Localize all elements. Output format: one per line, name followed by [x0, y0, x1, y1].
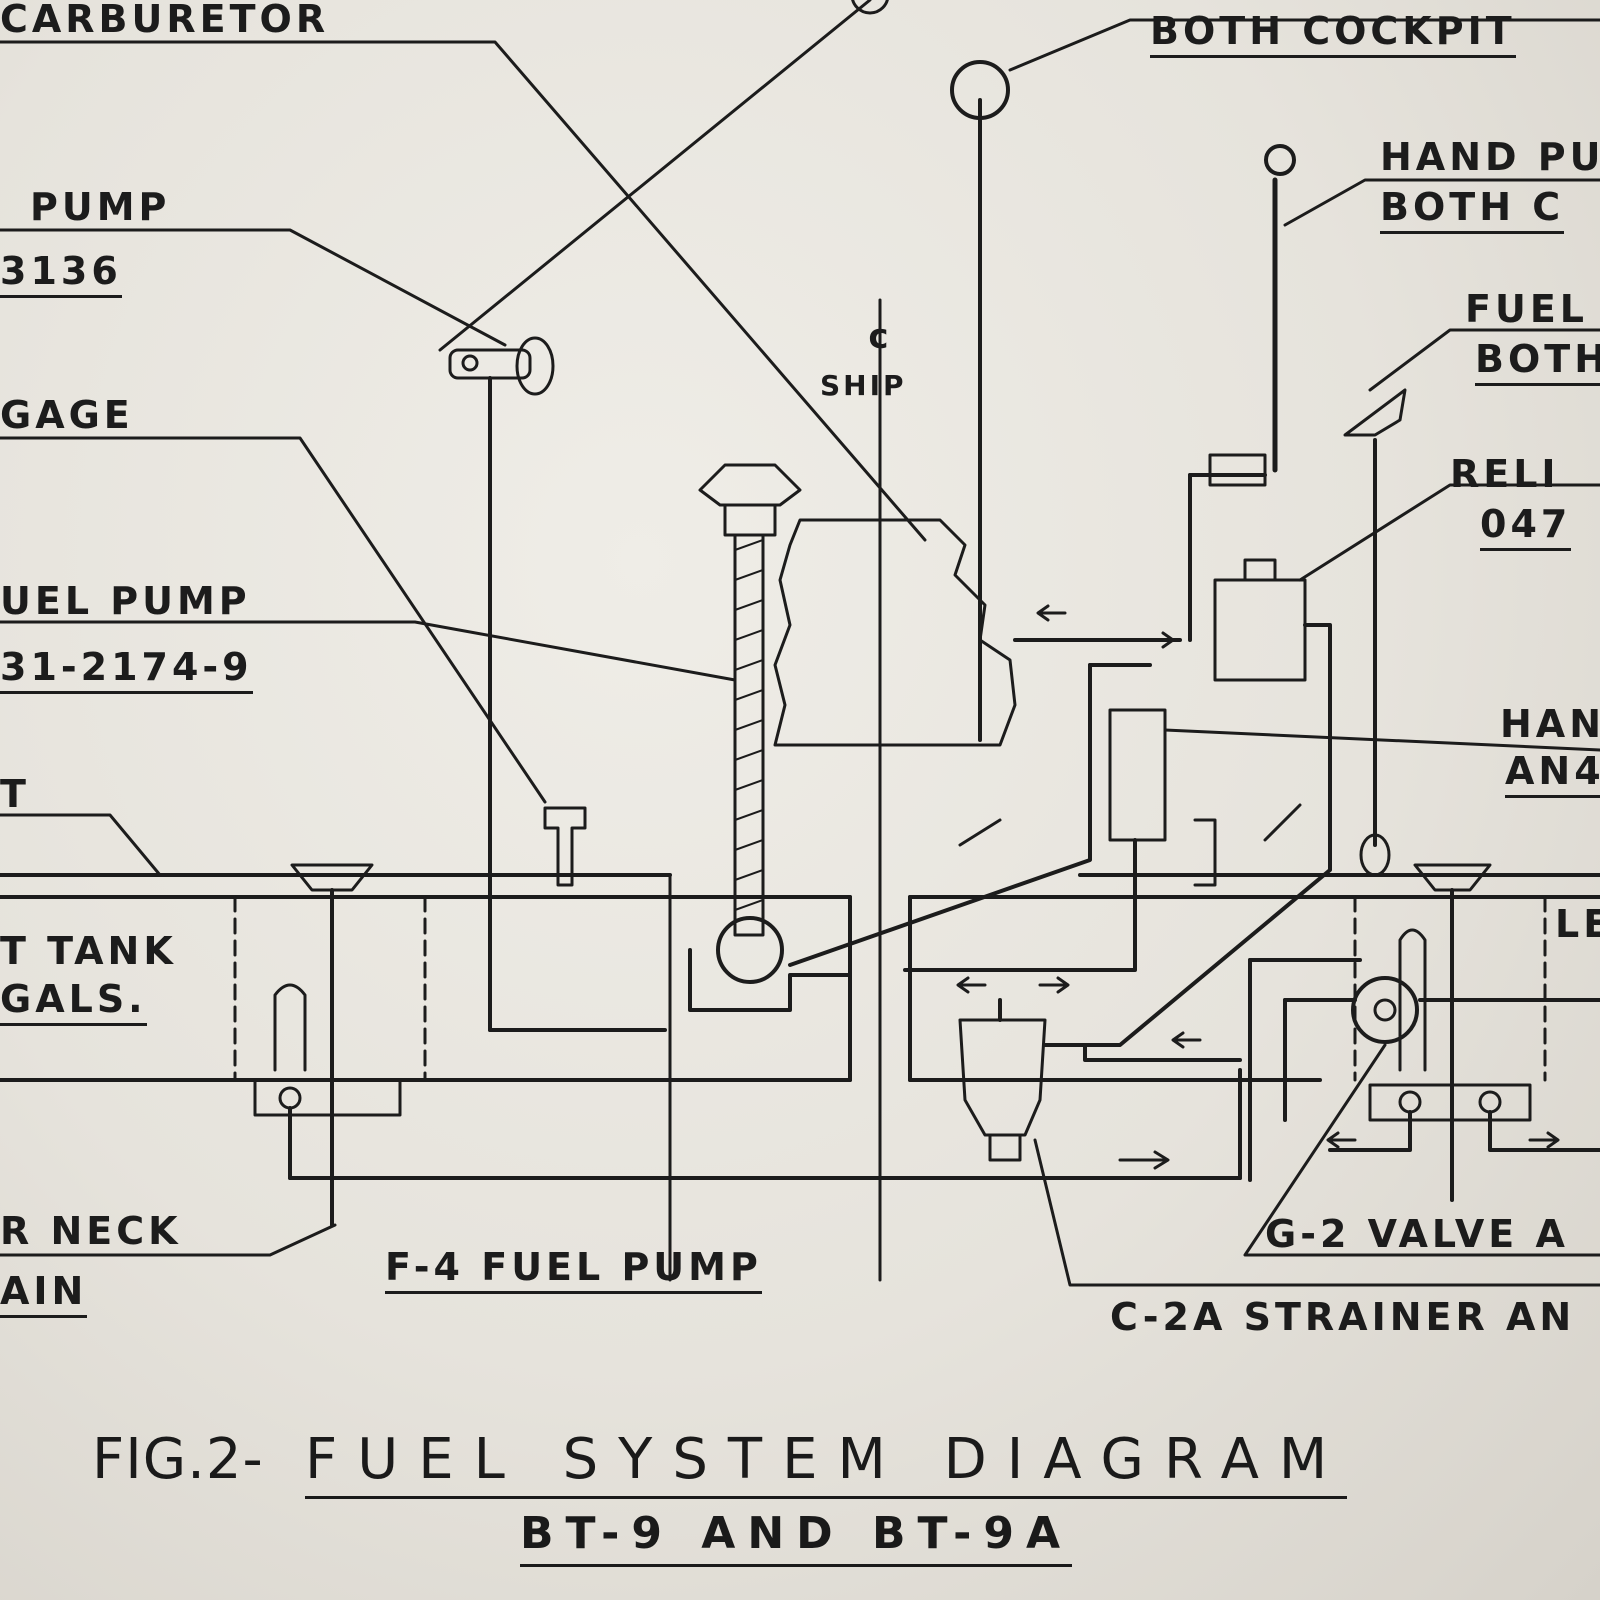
right-filler-cap: [1413, 863, 1492, 892]
left-filler-cap: [290, 863, 374, 892]
caption-fig-number: FIG.2-: [92, 1427, 264, 1492]
filler-neck-leader: [0, 1223, 337, 1257]
fuel-pump-leader: [0, 620, 737, 682]
label-both-top: BOTH: [1475, 340, 1600, 386]
label-fuel-pump-left: UEL PUMP: [0, 579, 251, 623]
selector-valve: [1351, 976, 1419, 1044]
label-hand-valve: HAN: [1500, 702, 1600, 746]
gage-leader: [0, 436, 547, 804]
label-left-tank: LE: [1555, 902, 1600, 946]
label-drain: AIN: [0, 1272, 88, 1318]
relief-valve: [1213, 578, 1307, 682]
label-fuel-top: FUEL: [1465, 287, 1588, 331]
label-g2-valve: G-2 VALVE A: [1265, 1212, 1569, 1256]
caption-subtitle: BT-9 AND BT-9A: [520, 1512, 1073, 1567]
left-sump: [253, 1078, 402, 1117]
wobble-pump-symbol: [448, 336, 667, 1032]
caption-title: FUEL SYSTEM DIAGRAM: [305, 1432, 1348, 1499]
label-2174: 31-2174-9: [0, 648, 253, 694]
label-filler-neck: R NECK: [0, 1209, 182, 1253]
label-an4: AN4: [1505, 752, 1600, 798]
gage-fitting: [543, 806, 587, 887]
label-3136: 3136: [0, 252, 122, 298]
label-ship: SHIP: [820, 369, 907, 402]
right-sump: [1368, 1083, 1532, 1122]
label-gals: GALS.: [0, 980, 147, 1026]
label-tank-frag: T: [0, 772, 30, 816]
hand-pump-fitting: [1208, 453, 1267, 487]
hand-valve: [1108, 708, 1167, 842]
label-f4-fuel-pump: F-4 FUEL PUMP: [385, 1248, 762, 1294]
strainer: [958, 1018, 1047, 1137]
label-carburetor: CARBURETOR: [0, 0, 330, 41]
label-relief: RELI: [1450, 452, 1560, 496]
label-centerline: ¢: [867, 317, 891, 357]
pressure-gage: [950, 60, 1010, 120]
fuel-gauge-right: [1343, 388, 1407, 437]
tank-leader: [0, 813, 162, 877]
label-hand-pump: HAND PU: [1380, 135, 1600, 179]
label-tank: T TANK: [0, 929, 177, 973]
label-c2a-strainer: C-2A STRAINER AN: [1110, 1295, 1576, 1339]
label-047: 047: [1480, 505, 1572, 551]
label-both-cockpit: BOTH COCKPIT: [1150, 12, 1516, 58]
carburetor-leader: [0, 40, 927, 542]
pump-leader: [0, 228, 507, 347]
fuel-pump-top: [698, 463, 802, 507]
engine-block: [773, 518, 1017, 747]
label-gage: GAGE: [0, 393, 134, 437]
fuel-pump-shaft: [733, 533, 765, 937]
label-both-c: BOTH C: [1380, 188, 1565, 234]
label-pump: PUMP: [30, 185, 171, 229]
fuel-pump-body: [716, 916, 784, 984]
